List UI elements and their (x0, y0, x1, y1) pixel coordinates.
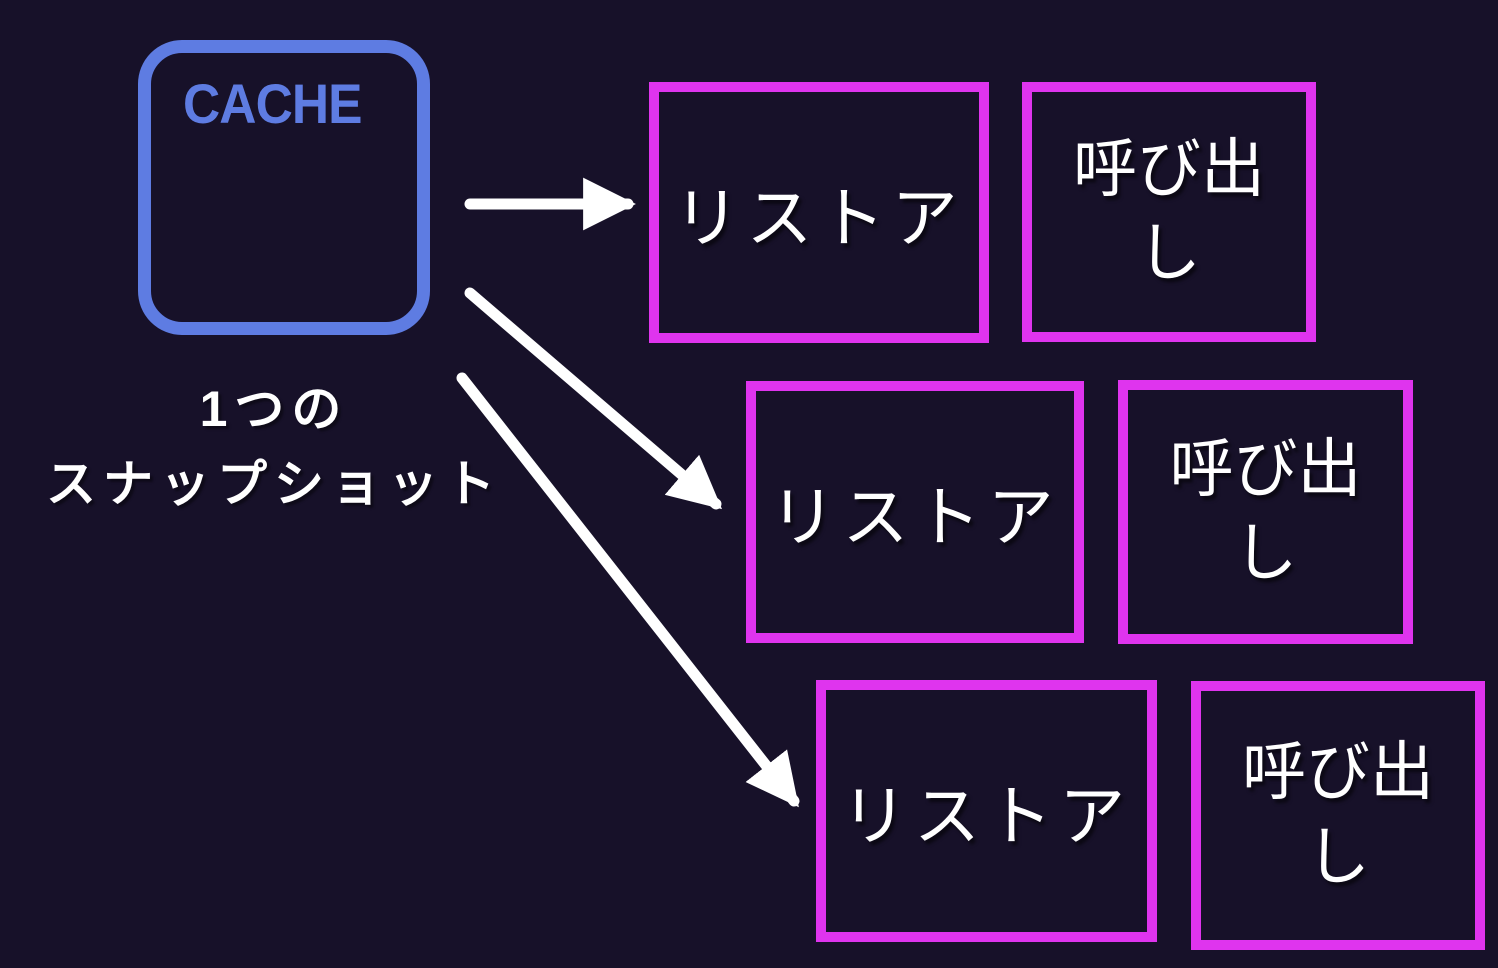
snapshot-caption-line1: 1つの (199, 381, 349, 437)
restore-box-2: リストア (746, 381, 1084, 643)
cache-node: CACHE (138, 40, 430, 335)
restore-box-3: リストア (816, 680, 1157, 942)
cache-label: CACHE (183, 72, 363, 135)
call-box-2-label-line1: 呼び出 (1169, 433, 1362, 505)
restore-box-3-label: リストア (841, 779, 1132, 853)
call-box-1-label-line2: し (1137, 218, 1201, 289)
restore-box-1-label: リストア (673, 180, 965, 255)
call-box-2-label: 呼び出 し (1170, 428, 1362, 597)
restore-box-1: リストア (649, 82, 989, 343)
call-box-2-label-line2: し (1233, 518, 1298, 589)
call-box-3-label-line1: 呼び出 (1242, 737, 1434, 809)
restore-box-2-label: リストア (769, 480, 1061, 554)
call-box-3-label-line2: し (1306, 821, 1370, 893)
call-box-3: 呼び出 し (1191, 681, 1485, 950)
call-box-1-label-line1: 呼び出 (1073, 133, 1265, 205)
call-box-2: 呼び出 し (1118, 380, 1413, 644)
snapshot-caption: 1つの スナップショット (8, 372, 540, 522)
call-box-1-label: 呼び出 し (1073, 128, 1265, 297)
call-box-1: 呼び出 し (1022, 82, 1316, 342)
call-box-3-label: 呼び出 し (1242, 731, 1434, 900)
snapshot-caption-line2: スナップショット (46, 456, 502, 512)
